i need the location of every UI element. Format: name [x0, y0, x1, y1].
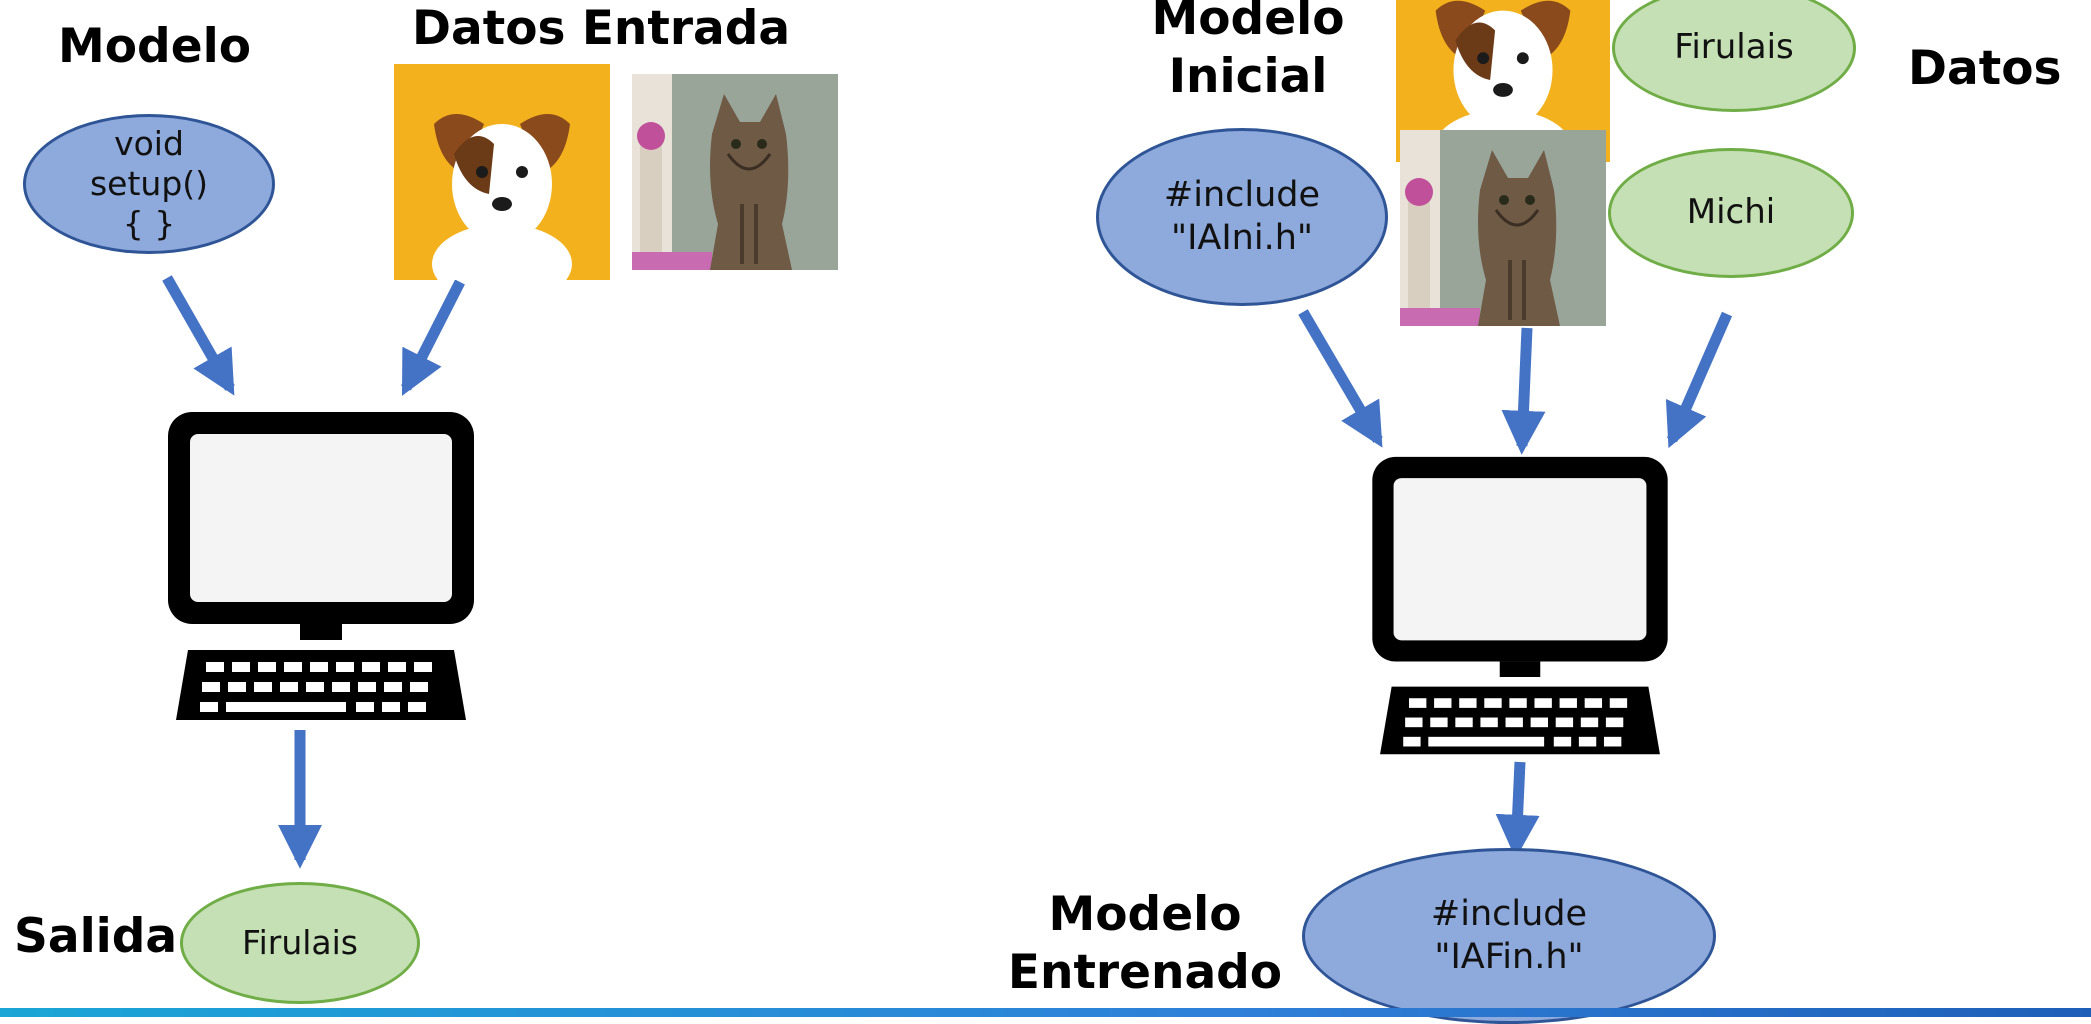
right-initial-model-heading: Modelo Inicial	[1151, 0, 1345, 104]
trained-model-heading: Modelo Entrenado	[1007, 887, 1283, 1000]
arrow-computer-to-trained-model	[1495, 761, 1540, 859]
arrow-labels-to-computer	[1665, 311, 1733, 449]
left-input-data-heading: Datos Entrada	[412, 1, 791, 56]
label-oval-michi: Michi	[1608, 148, 1854, 278]
arrow-model-to-computer	[162, 275, 235, 396]
footer-band	[0, 1008, 2091, 1017]
left-output-heading: Salida	[14, 909, 178, 964]
cat-photo-left	[632, 74, 838, 270]
arrow-cat-to-computer	[1501, 327, 1546, 455]
trained-model-code-text: #include "IAFin.h"	[1430, 894, 1588, 977]
cat-illustration	[632, 74, 838, 270]
label-michi-text: Michi	[1686, 192, 1776, 233]
desktop-computer-icon	[1372, 456, 1668, 755]
cat-photo-right	[1400, 130, 1606, 326]
dog-illustration	[394, 64, 610, 280]
label-firulais-text: Firulais	[1674, 27, 1794, 68]
desktop-computer-icon	[168, 412, 474, 720]
left-model-heading: Modelo	[58, 19, 251, 74]
left-model-code-text: void setup() { }	[89, 123, 209, 244]
label-oval-firulais: Firulais	[1612, 0, 1856, 112]
left-model-code-oval: void setup() { }	[23, 114, 275, 254]
computer-icon-left	[166, 410, 476, 726]
initial-model-code-text: #include "IAIni.h"	[1163, 175, 1321, 258]
computer-icon-right	[1370, 455, 1670, 760]
dog-photo-left	[394, 64, 610, 280]
trained-model-code-oval: #include "IAFin.h"	[1302, 848, 1716, 1024]
arrow-data-to-computer	[401, 279, 465, 396]
cat-illustration	[1400, 130, 1606, 326]
left-output-text: Firulais	[242, 922, 358, 962]
right-data-heading: Datos	[1908, 41, 2062, 96]
arrow-initial-model-to-computer	[1298, 309, 1383, 448]
initial-model-code-oval: #include "IAIni.h"	[1096, 128, 1388, 306]
left-output-oval: Firulais	[180, 882, 420, 1004]
